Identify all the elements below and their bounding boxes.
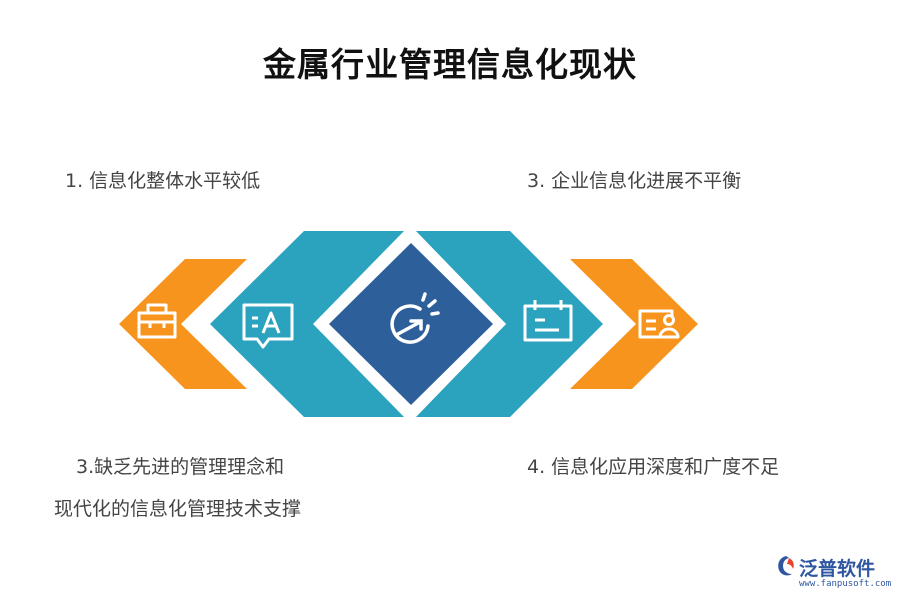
item-1-label: 1. 信息化整体水平较低 (65, 170, 261, 192)
growth-chart-icon (390, 292, 440, 344)
item-2-label: 3. 企业信息化进展不平衡 (527, 170, 742, 192)
user-card-icon (638, 309, 680, 339)
brand-logo-icon (778, 556, 794, 576)
calendar-icon (523, 300, 573, 342)
brand-name: 泛普软件 (799, 558, 876, 580)
left-orange-chevron (119, 259, 247, 389)
item-3-label-line2: 现代化的信息化管理技术支撑 (54, 498, 302, 520)
brand-url: www.fanpusoft.com (799, 579, 892, 589)
item-3-label-line1: 3.缺乏先进的管理理念和 (76, 456, 285, 478)
page-title: 金属行业管理信息化现状 (263, 45, 637, 84)
left-teal-shape (210, 231, 404, 417)
item-4-label: 4. 信息化应用深度和广度不足 (527, 456, 780, 478)
brand-logo: 泛普软件 www.fanpusoft.com (775, 552, 895, 596)
toolbox-icon (137, 303, 177, 339)
center-diamond (329, 243, 493, 405)
text-chat-icon (242, 303, 294, 349)
right-teal-shape (416, 231, 603, 417)
